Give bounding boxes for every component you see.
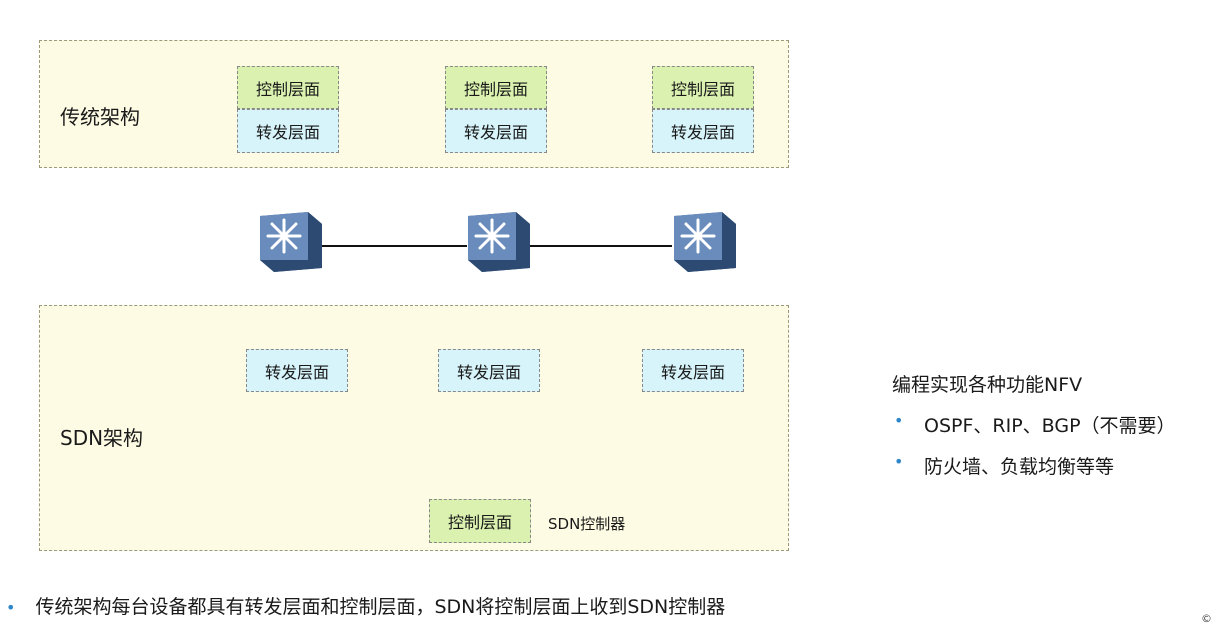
nfv-item-text: 防火墙、负载均衡等等 bbox=[924, 456, 1115, 478]
nfv-list-item: • OSPF、RIP、BGP（不需要） bbox=[892, 411, 1176, 438]
summary-text: 传统架构每台设备都具有转发层面和控制层面，SDN将控制层面上收到SDN控制器 bbox=[35, 596, 726, 618]
traditional-device: 控制层面 转发层面 bbox=[652, 66, 754, 153]
summary-line: • 传统架构每台设备都具有转发层面和控制层面，SDN将控制层面上收到SDN控制器 bbox=[6, 592, 725, 619]
bullet-icon: • bbox=[894, 452, 904, 471]
traditional-device: 控制层面 转发层面 bbox=[237, 66, 339, 153]
control-plane-box: 控制层面 bbox=[237, 66, 339, 109]
nfv-list-item: • 防火墙、负载均衡等等 bbox=[892, 452, 1176, 479]
sdn-forward-plane-box: 转发层面 bbox=[246, 349, 348, 392]
router-icon bbox=[468, 212, 530, 272]
nfv-item-text: OSPF、RIP、BGP（不需要） bbox=[924, 415, 1176, 437]
copyright-mark: © bbox=[1201, 612, 1212, 625]
bullet-icon: • bbox=[6, 598, 16, 617]
sdn-architecture-title: SDN架构 bbox=[60, 426, 144, 450]
nfv-title: 编程实现各种功能NFV bbox=[892, 374, 1083, 396]
traditional-architecture-panel: 传统架构 控制层面 转发层面 控制层面 转发层面 控制层面 转发层面 bbox=[39, 40, 789, 168]
sdn-forward-plane-box: 转发层面 bbox=[438, 349, 540, 392]
forward-plane-box: 转发层面 bbox=[652, 109, 754, 153]
sdn-architecture-panel: SDN架构 bbox=[39, 305, 789, 551]
router-icon bbox=[674, 212, 736, 272]
traditional-device: 控制层面 转发层面 bbox=[445, 66, 547, 153]
control-plane-box: 控制层面 bbox=[445, 66, 547, 109]
control-plane-box: 控制层面 bbox=[652, 66, 754, 109]
traditional-architecture-title: 传统架构 bbox=[60, 105, 140, 129]
forward-plane-box: 转发层面 bbox=[237, 109, 339, 153]
sdn-controller-box: 控制层面 bbox=[429, 499, 531, 543]
sdn-controller-caption: SDN控制器 bbox=[548, 515, 626, 533]
forward-plane-box: 转发层面 bbox=[445, 109, 547, 153]
nfv-notes: 编程实现各种功能NFV • OSPF、RIP、BGP（不需要） • 防火墙、负载… bbox=[892, 370, 1176, 493]
router-icon bbox=[260, 212, 322, 272]
bullet-icon: • bbox=[894, 411, 904, 430]
sdn-forward-plane-box: 转发层面 bbox=[642, 349, 744, 392]
